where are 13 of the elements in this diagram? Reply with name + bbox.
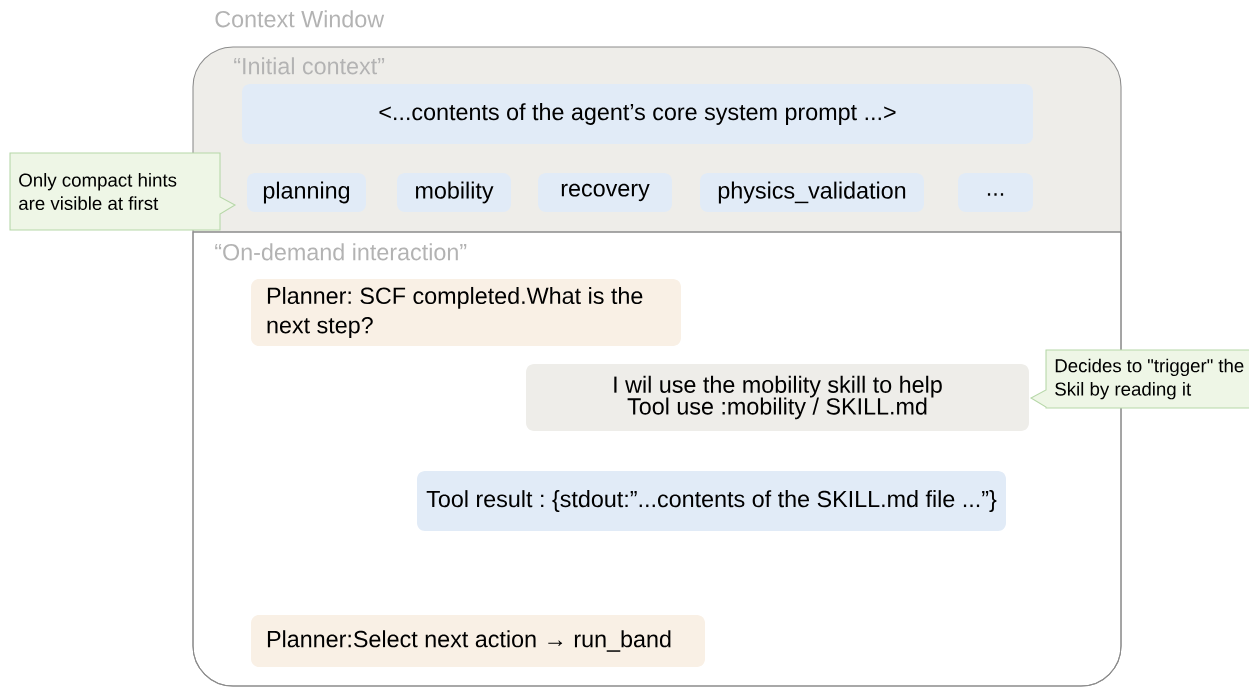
hint-tooltip: Decides to "trigger" the Skil by reading it xyxy=(1029,349,1249,409)
node-label: Context Window xyxy=(215,10,385,28)
prompt-box: <...contents of the agent’s core system prompt ...> xyxy=(242,84,1033,144)
skill-chip: mobility xyxy=(397,173,511,212)
skill-chip: ... xyxy=(958,173,1033,212)
skill-chip: recovery xyxy=(538,173,672,212)
message-bubble: I wil use the mobility skill to help Tool use :mobility / SKILL.md xyxy=(526,364,1029,431)
message-bubble: Planner:Select next action → run_band xyxy=(251,615,705,667)
message-bubble: Tool result : {stdout:”...contents of the SKILL.md file ...”} xyxy=(417,471,1006,531)
skill-chip: planning xyxy=(247,173,366,212)
hint-tooltip: Only compact hints are visible at first xyxy=(9,152,237,231)
skill-chip: physics_validation xyxy=(700,173,924,212)
message-bubble: Planner: SCF completed.What is the next step? xyxy=(251,279,681,346)
